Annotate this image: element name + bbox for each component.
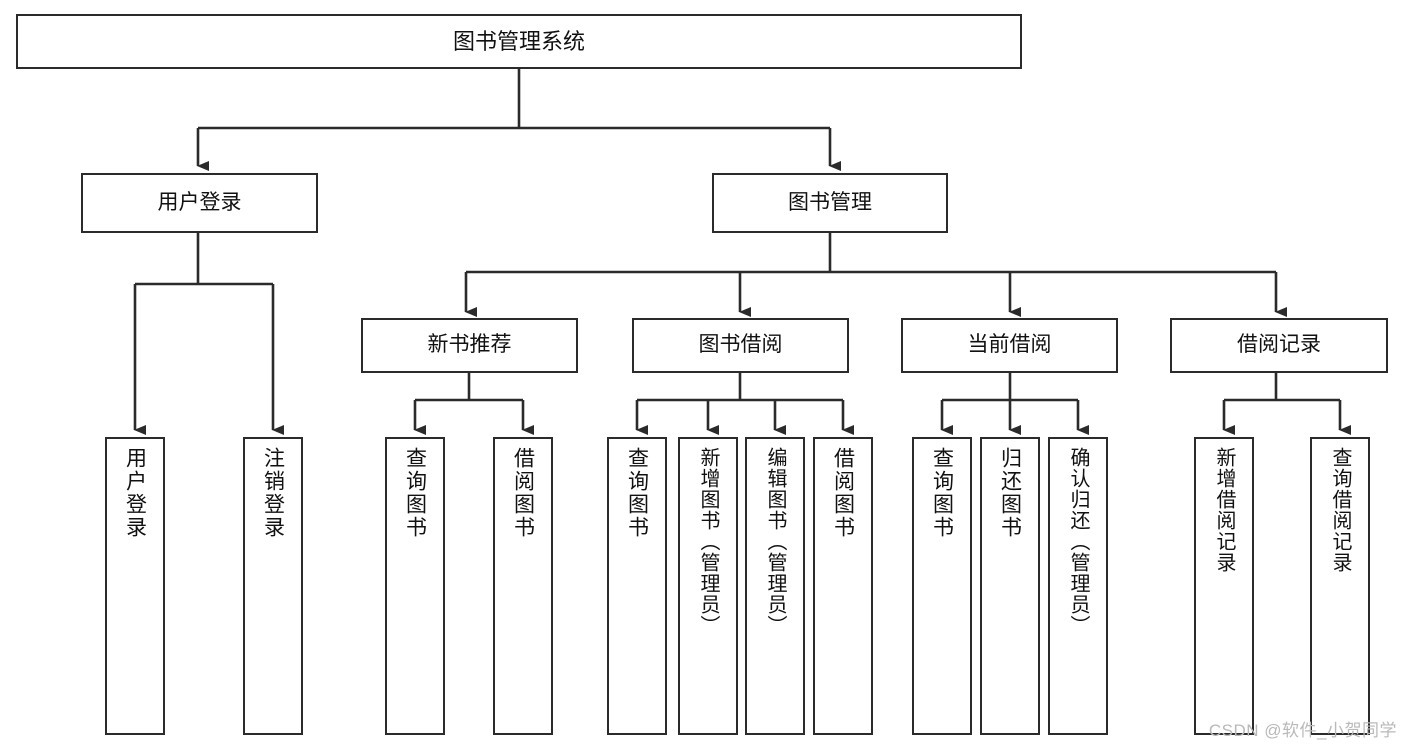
node-label: 查询图书 bbox=[403, 447, 427, 539]
node-label: 查询图书 bbox=[930, 447, 954, 539]
leaf-edit-book-admin[interactable]: 编辑图书（管理员） bbox=[745, 437, 805, 735]
node-book-management[interactable]: 图书管理 bbox=[712, 173, 948, 233]
leaf-query-borrow-record[interactable]: 查询借阅记录 bbox=[1310, 437, 1370, 735]
node-current-borrow[interactable]: 当前借阅 bbox=[901, 318, 1118, 373]
leaf-logout[interactable]: 注销登录 bbox=[243, 437, 303, 735]
csdn-watermark: CSDN @软件_小贺同学 bbox=[1208, 721, 1397, 740]
node-label: 当前借阅 bbox=[967, 333, 1052, 357]
node-label: 用户登录 bbox=[123, 447, 147, 539]
node-label: 查询图书 bbox=[625, 447, 649, 539]
node-label: 图书管理系统 bbox=[452, 28, 585, 54]
leaf-add-book-admin[interactable]: 新增图书（管理员） bbox=[678, 437, 738, 735]
node-label: 确认归还（管理员） bbox=[1067, 447, 1089, 636]
node-label: 借阅图书 bbox=[831, 447, 855, 539]
node-label: 图书管理 bbox=[788, 190, 872, 214]
node-label: 编辑图书（管理员） bbox=[764, 447, 786, 636]
leaf-query-book-current[interactable]: 查询图书 bbox=[912, 437, 972, 735]
node-label: 归还图书 bbox=[998, 447, 1022, 539]
leaf-borrow-book-new-book[interactable]: 借阅图书 bbox=[493, 437, 553, 735]
node-label: 借阅记录 bbox=[1237, 333, 1321, 357]
node-user-login[interactable]: 用户登录 bbox=[81, 173, 318, 233]
node-label: 图书借阅 bbox=[698, 333, 783, 357]
node-label: 新增借阅记录 bbox=[1213, 447, 1235, 573]
leaf-user-login[interactable]: 用户登录 bbox=[105, 437, 165, 735]
leaf-borrow-book-borrow[interactable]: 借阅图书 bbox=[813, 437, 873, 735]
leaf-confirm-return-admin[interactable]: 确认归还（管理员） bbox=[1048, 437, 1108, 735]
node-borrow-record[interactable]: 借阅记录 bbox=[1170, 318, 1388, 373]
node-root-system[interactable]: 图书管理系统 bbox=[16, 14, 1022, 69]
node-label: 新书推荐 bbox=[427, 333, 512, 357]
node-new-book-recommend[interactable]: 新书推荐 bbox=[361, 318, 578, 373]
leaf-add-borrow-record[interactable]: 新增借阅记录 bbox=[1194, 437, 1254, 735]
node-label: 新增图书（管理员） bbox=[697, 447, 719, 636]
leaf-query-book-borrow[interactable]: 查询图书 bbox=[607, 437, 667, 735]
node-label: 用户登录 bbox=[157, 190, 242, 214]
node-label: 借阅图书 bbox=[511, 447, 535, 539]
leaf-return-book[interactable]: 归还图书 bbox=[980, 437, 1040, 735]
node-label: 注销登录 bbox=[261, 447, 285, 539]
node-book-borrow[interactable]: 图书借阅 bbox=[632, 318, 849, 373]
leaf-query-book-new-book[interactable]: 查询图书 bbox=[385, 437, 445, 735]
node-label: 查询借阅记录 bbox=[1329, 447, 1351, 573]
